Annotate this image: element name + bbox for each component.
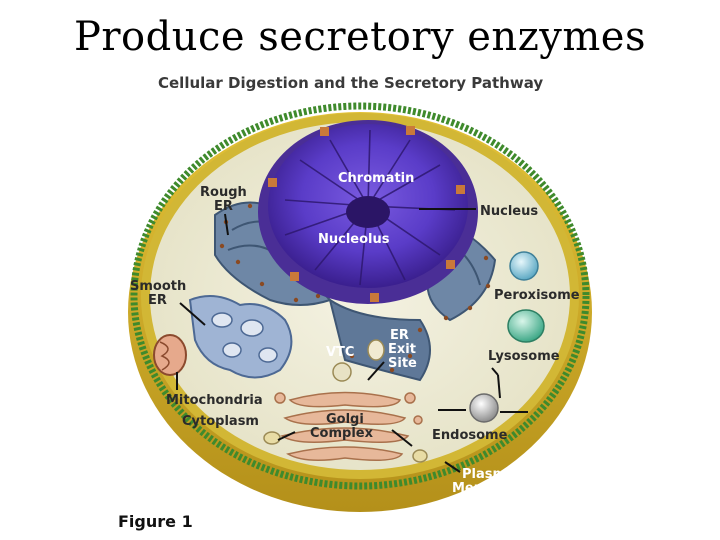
pointer-lines [176,208,528,473]
slide-title: Produce secretory enzymes [74,14,646,60]
label-plasma-line1: Plasma [462,467,515,482]
nucleus-shape [258,120,478,304]
label-nucleolus: Nucleolus [318,232,390,247]
lysosome-shape [507,309,545,343]
label-peroxisome: Peroxisome [494,288,580,303]
label-er-exit-line1: ER [390,328,409,343]
label-rough-er-line1: Rough [200,185,247,200]
label-smooth-er-line1: Smooth [130,279,186,294]
golgi-shape [274,391,423,461]
label-er-exit-line2: Exit [388,342,416,357]
label-golgi-line2: Complex [310,426,374,441]
figure-title: Cellular Digestion and the Secretory Pat… [158,74,544,92]
label-er-exit-line3: Site [388,356,417,371]
figure-caption: Figure 1 [118,512,193,531]
label-golgi-line1: Golgi [326,412,364,427]
plasma-membrane [130,102,590,490]
endosome-shape [469,393,499,423]
label-mitochondria: Mitochondria [166,393,263,408]
mitochondrion-shape [153,334,187,376]
label-cytoplasm: Cytoplasm [182,414,259,429]
label-vtc: VTC [326,345,354,360]
label-smooth-er-line2: ER [148,293,167,308]
label-rough-er-line2: ER [214,199,233,214]
smooth-er-shape [188,295,293,379]
peroxisome-shape [509,251,539,281]
transport-vesicles [263,339,428,463]
label-chromatin: Chromatin [338,171,414,186]
label-plasma-line2: Membrane [452,481,530,496]
label-endosome: Endosome [432,428,508,443]
label-nucleus: Nucleus [480,204,538,219]
nucleolus-shape [346,196,390,228]
label-lysosome: Lysosome [488,349,560,364]
